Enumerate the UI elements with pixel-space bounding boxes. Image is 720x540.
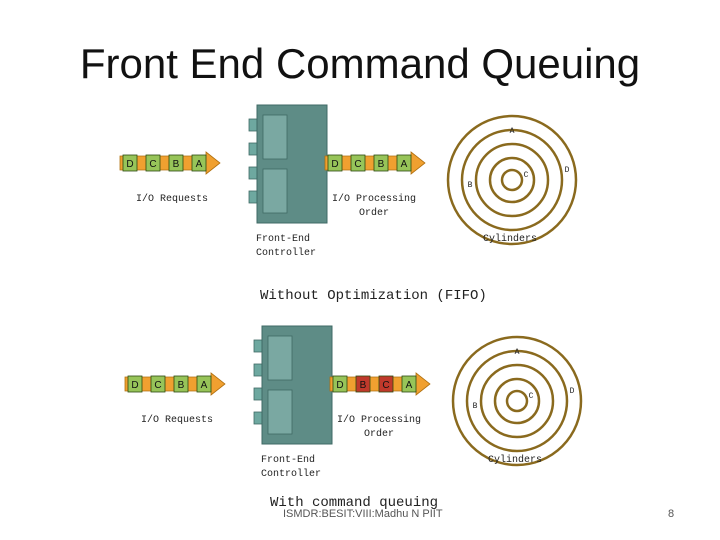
controller-slot bbox=[262, 168, 288, 214]
disk-label-b: B bbox=[468, 181, 473, 190]
controller-label: Controller bbox=[256, 247, 316, 259]
io-processing-order-label: Order bbox=[359, 207, 389, 219]
disk-label-c: C bbox=[529, 392, 534, 401]
queue-letter: A bbox=[401, 159, 408, 170]
caption-command-queuing: With command queuing bbox=[270, 495, 438, 511]
queue-letter: A bbox=[406, 380, 413, 391]
queue-box-a bbox=[396, 154, 412, 172]
page-number: 8 bbox=[668, 508, 675, 520]
io-processing-label: I/O Processing bbox=[332, 193, 416, 205]
queue-letter: C bbox=[382, 380, 389, 391]
io-requests-label: I/O Requests bbox=[141, 414, 213, 426]
cylinders-label: Cylinders bbox=[483, 233, 537, 245]
queue-letter: A bbox=[201, 380, 208, 391]
queue-box-b bbox=[173, 375, 189, 393]
queue-letter: D bbox=[131, 380, 138, 391]
disk-label-c: C bbox=[524, 171, 529, 180]
queue-box-c bbox=[150, 375, 166, 393]
queue-box-b bbox=[168, 154, 184, 172]
cylinder-ring bbox=[474, 142, 550, 218]
queue-letter: C bbox=[154, 380, 161, 391]
disk-label-a: A bbox=[510, 127, 515, 136]
queue-letter: B bbox=[378, 159, 385, 170]
disk-label-b: B bbox=[473, 402, 478, 411]
queue-letter: C bbox=[354, 159, 361, 170]
cylinder-ring bbox=[446, 114, 578, 246]
cylinder-ring bbox=[460, 128, 564, 232]
footer-text: ISMDR:BESIT:VIII:Madhu N PIIT bbox=[283, 508, 443, 520]
caption-fifo: Without Optimization (FIFO) bbox=[260, 288, 487, 304]
controller-slot bbox=[262, 114, 288, 160]
disk-cylinders: A B C D bbox=[446, 114, 578, 246]
queue-box-c bbox=[378, 375, 394, 393]
front-end-controller bbox=[248, 104, 328, 224]
queue-box-a bbox=[196, 375, 212, 393]
cylinder-ring bbox=[465, 349, 569, 453]
disk-label-d: D bbox=[570, 387, 575, 396]
cylinder-ring bbox=[479, 363, 555, 439]
controller-slot bbox=[267, 335, 293, 381]
cylinder-ring bbox=[500, 168, 524, 192]
queue-box-a bbox=[401, 375, 417, 393]
queue-letter: B bbox=[360, 380, 367, 391]
controller-slot bbox=[267, 389, 293, 435]
queue-box-c bbox=[350, 154, 366, 172]
cylinders-label: Cylinders bbox=[488, 454, 542, 466]
io-requests-label: I/O Requests bbox=[136, 193, 208, 205]
queue-letter: B bbox=[173, 159, 180, 170]
front-end-controller bbox=[253, 325, 333, 445]
disk-label-d: D bbox=[565, 166, 570, 175]
cylinder-ring bbox=[451, 335, 583, 467]
queue-letter: D bbox=[336, 380, 343, 391]
io-processing-label: I/O Processing bbox=[337, 414, 421, 426]
disk-cylinders: A B C D bbox=[451, 335, 583, 467]
queue-letter: B bbox=[178, 380, 185, 391]
front-end-label: Front-End bbox=[256, 233, 310, 245]
queue-box-d bbox=[332, 375, 348, 393]
queue-box-d bbox=[127, 375, 143, 393]
queue-box-d bbox=[327, 154, 343, 172]
cylinder-ring bbox=[493, 377, 541, 425]
queue-letter: C bbox=[149, 159, 156, 170]
front-end-label: Front-End bbox=[261, 454, 315, 466]
queue-letter: D bbox=[126, 159, 133, 170]
queue-box-a bbox=[191, 154, 207, 172]
queue-box-b bbox=[373, 154, 389, 172]
io-processing-order-label: Order bbox=[364, 428, 394, 440]
controller-label: Controller bbox=[261, 468, 321, 480]
queue-letter: D bbox=[331, 159, 338, 170]
queue-box-c bbox=[145, 154, 161, 172]
cylinder-ring bbox=[488, 156, 536, 204]
slide-title: Front End Command Queuing bbox=[79, 40, 641, 87]
queue-box-d bbox=[122, 154, 138, 172]
disk-label-a: A bbox=[515, 348, 520, 357]
cylinder-ring bbox=[505, 389, 529, 413]
queue-box-b bbox=[355, 375, 371, 393]
queue-letter: A bbox=[196, 159, 203, 170]
